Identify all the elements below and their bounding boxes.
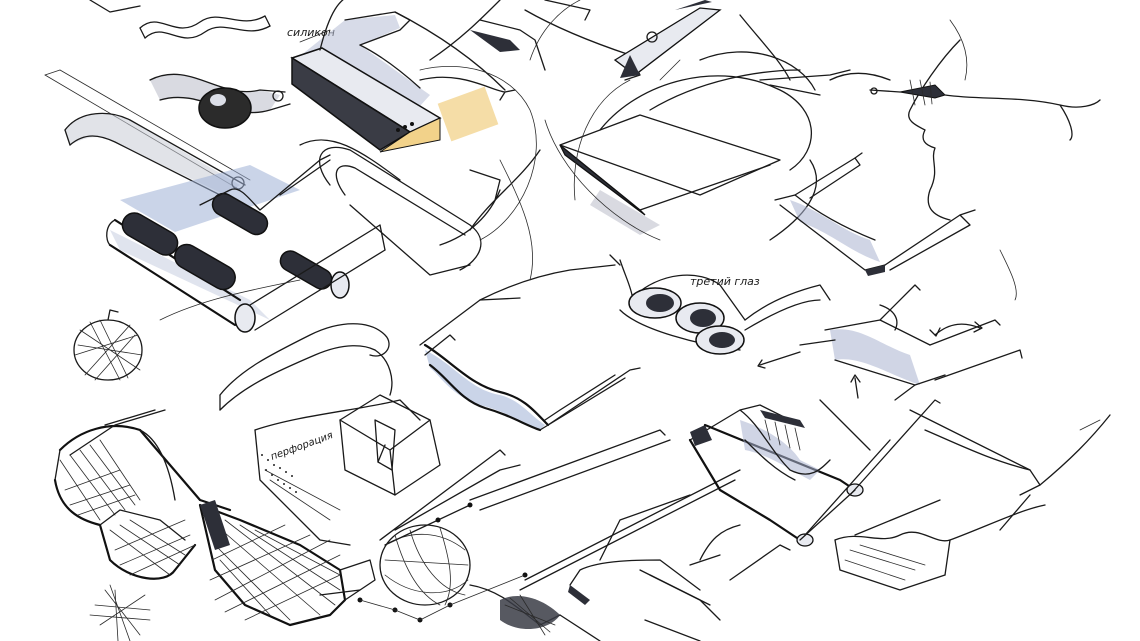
flat-frame-sketch [774, 152, 976, 276]
wavy-visor-glasses-sketch [419, 254, 641, 432]
temple-arm-curves [219, 323, 393, 411]
roller-frame-sketch [688, 399, 1111, 547]
silicone-box-sketch: силикон [287, 0, 516, 153]
loose-strokes [159, 19, 1101, 431]
rotating-frame-sketch [757, 284, 1023, 401]
wire-star-sketch [89, 584, 151, 641]
visor-bar-sketch [106, 154, 386, 333]
note-perforation: перфорация [269, 430, 334, 463]
face-profile-sketch [649, 39, 961, 221]
temple-lines-bottom [379, 429, 741, 591]
top-panel-sketch [470, 0, 722, 81]
mesh-goggles-sketch [53, 409, 232, 580]
wave-strip-sketch [834, 499, 1046, 591]
thin-frame-sketch [568, 494, 791, 641]
mesh-hatching-right [209, 519, 341, 621]
mesh-goggles-sketch-2 [198, 500, 376, 627]
perforation-dots [261, 454, 297, 493]
curled-strip-left [64, 112, 246, 201]
perforation-sketch: перфорация [254, 394, 441, 546]
ribbon-strip-top [89, 0, 271, 39]
wire-sphere-sketch [73, 309, 143, 381]
third-eye-goggles-sketch: третий глаз [619, 259, 831, 355]
mesh-hatching-left [59, 439, 196, 576]
frame-curves-center [299, 66, 541, 276]
earpiece-cable-sketch [869, 79, 1101, 141]
eye-band-sketch [149, 73, 291, 129]
network-sphere-sketch [357, 464, 601, 641]
note-silicone: силикон [287, 26, 335, 39]
tablet-sketch [544, 14, 817, 241]
